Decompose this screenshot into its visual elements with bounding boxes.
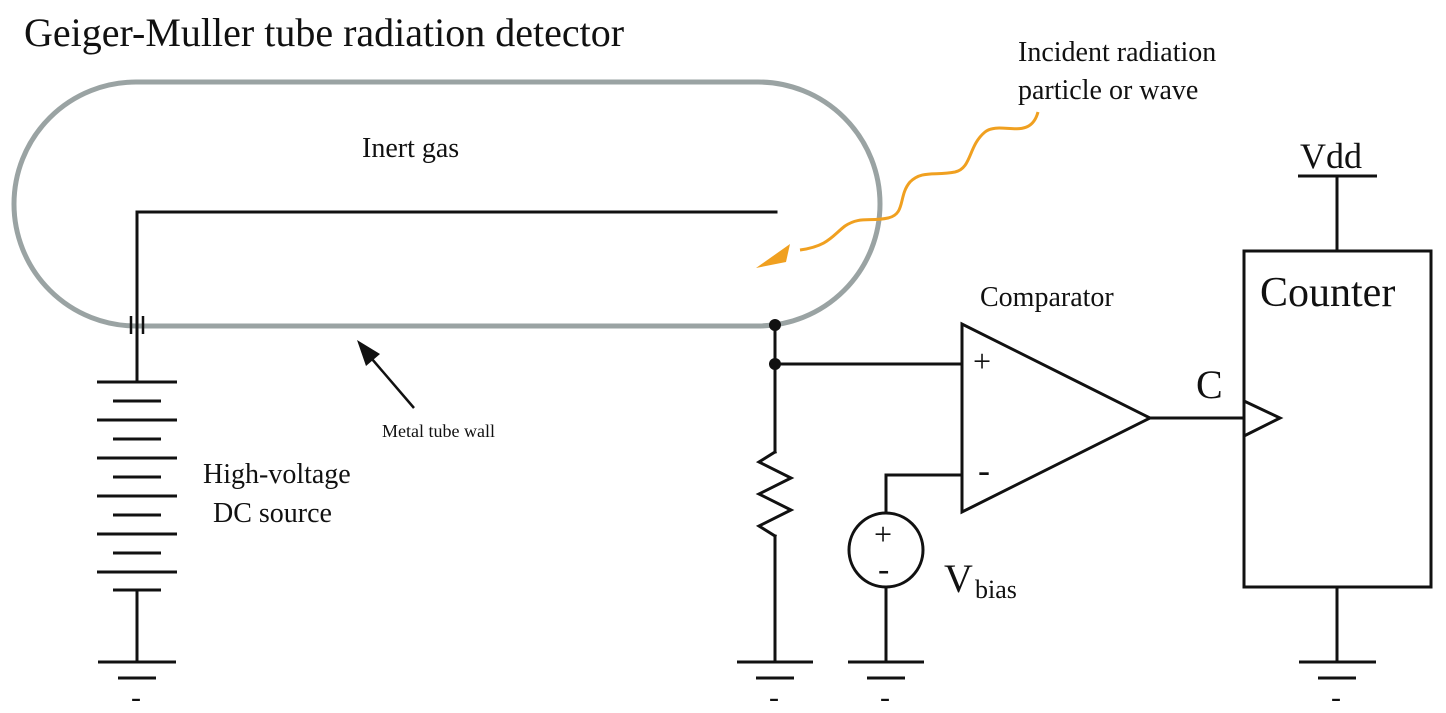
hv-label-line1: High-voltage [203, 459, 351, 490]
vbias-label-main: V [944, 556, 973, 601]
ground-hv: - [98, 660, 176, 713]
clock-label: C [1196, 362, 1223, 407]
ground-counter: - [1299, 660, 1376, 713]
ground-mark-hv: - [131, 681, 141, 713]
tube-wall-pointer [365, 351, 415, 409]
tube-wall-pointer-head [357, 340, 380, 366]
vbias-minus-sign: - [878, 551, 889, 588]
vbias-label-sub: bias [975, 575, 1017, 604]
vdd-label: Vdd [1300, 136, 1362, 176]
ground-mark-resistor: - [769, 681, 779, 713]
comparator-plus-sign: + [973, 343, 991, 379]
inert-gas-label: Inert gas [362, 133, 459, 164]
hv-label-line2: DC source [213, 498, 332, 529]
incident-label-line2: particle or wave [1018, 75, 1198, 106]
wire-to-comparator-minus [884, 473, 964, 514]
ground-resistor: - [737, 660, 813, 713]
gm-tube-wall [11, 79, 883, 329]
counter-label: Counter [1260, 270, 1395, 316]
hv-battery [97, 380, 177, 592]
load-resistor [755, 449, 795, 539]
incident-label-line1: Incident radiation [1018, 37, 1216, 68]
radiation-arrowhead [756, 244, 790, 268]
ground-mark-counter: - [1331, 681, 1341, 713]
vbias-plus-sign: + [874, 516, 892, 552]
comparator-minus-sign: - [978, 450, 990, 490]
radiation-wave [799, 111, 1040, 252]
ground-mark-vbias: - [880, 681, 890, 713]
ground-vbias: - [848, 660, 924, 713]
comparator-symbol [960, 321, 1154, 515]
counter-clock-input [1243, 399, 1284, 438]
comparator-label: Comparator [980, 282, 1114, 313]
diagram-title: Geiger-Muller tube radiation detector [24, 10, 624, 55]
metal-tube-wall-label: Metal tube wall [382, 421, 495, 441]
